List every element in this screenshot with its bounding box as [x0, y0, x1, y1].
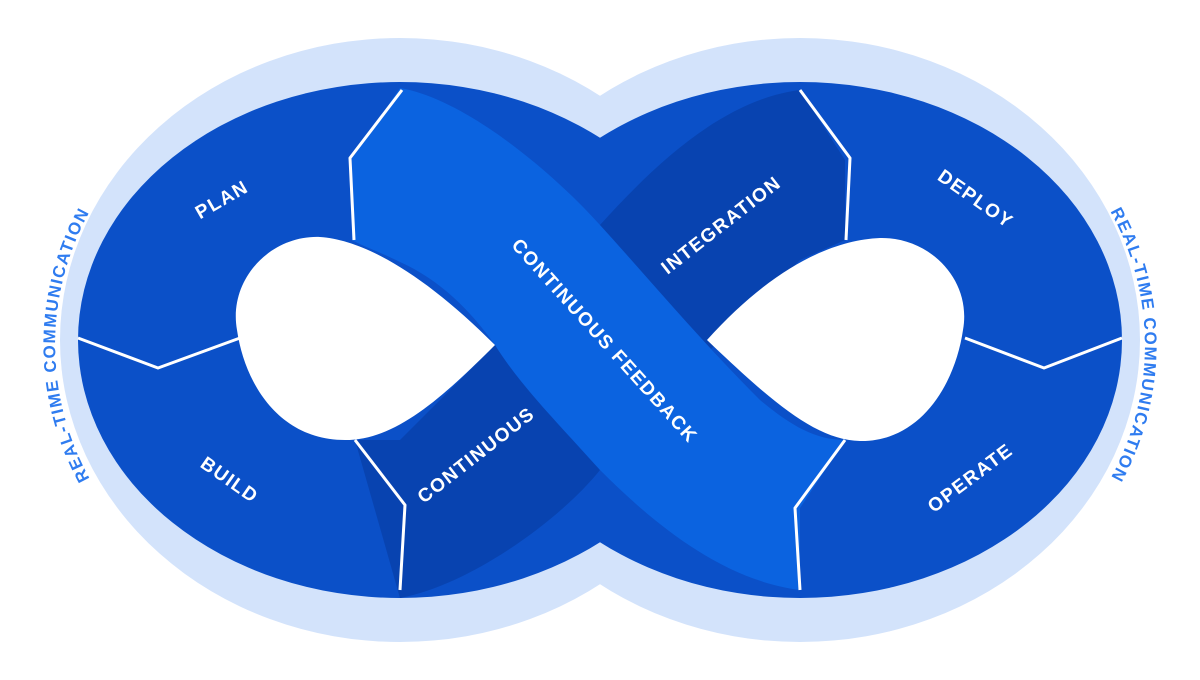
inner-holes — [235, 236, 965, 442]
divider-plan-feedback — [348, 89, 404, 241]
divider-integration-deploy — [798, 89, 852, 241]
right-hole — [707, 237, 965, 442]
divider-operate-feedback — [793, 439, 847, 591]
divider-deploy-operate — [964, 336, 1123, 370]
feedback-band — [352, 88, 845, 590]
divider-build-continuous — [353, 439, 407, 591]
divider-plan-build — [77, 336, 241, 370]
left-hole — [235, 236, 495, 440]
segment-dividers — [77, 89, 1123, 591]
